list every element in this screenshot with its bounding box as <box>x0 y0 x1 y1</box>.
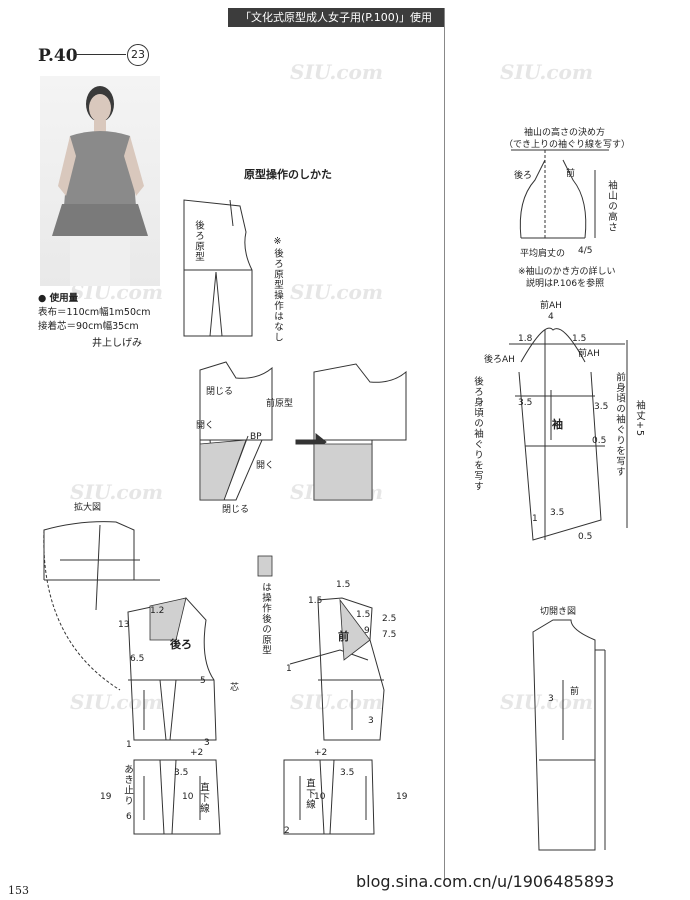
close-label: 閉じる <box>206 387 234 397</box>
measure: 1.5 <box>356 610 371 620</box>
page-divider <box>444 8 445 880</box>
open-label-2: 開く <box>256 461 275 471</box>
cap-detail-note: ※袖山のかき方の詳しい <box>518 267 616 277</box>
measure: 6 <box>126 812 132 822</box>
value: 3.5 <box>518 398 533 408</box>
value: 1 <box>532 514 538 524</box>
value: 3.5 <box>594 402 609 412</box>
enlarge-label: 拡大図 <box>74 503 102 513</box>
model-photo <box>40 76 160 286</box>
measure: 7.5 <box>382 630 397 640</box>
sleeve-cap-subtitle: （でき上りの袖ぐり線を写す） <box>504 140 631 150</box>
measure: 10 <box>314 792 326 802</box>
cap-height-label: 袖山の高さ <box>606 180 617 233</box>
measure: 2.5 <box>382 614 397 624</box>
open-label: 開く <box>196 421 215 431</box>
bp-label: BP <box>250 432 262 442</box>
watermark-logo: SIU.com <box>290 60 384 84</box>
divider-line <box>74 54 126 55</box>
back-ah-label: 後ろAH <box>484 355 515 365</box>
watermark-logo: SIU.com <box>70 690 164 714</box>
back-piece-label: 後ろ <box>170 638 192 651</box>
header-title: 「文化式原型成人女子用(P.100)」使用 <box>228 8 444 27</box>
measure: 3 <box>368 716 374 726</box>
measure: 9 <box>364 626 370 636</box>
right-pattern-diagrams <box>509 149 628 851</box>
close-label-2: 閉じる <box>222 505 250 515</box>
measure: 1.5 <box>308 596 323 606</box>
measure: 13 <box>118 620 130 630</box>
author-name: 井上しげみ <box>92 338 142 349</box>
measure: 19 <box>100 792 112 802</box>
front-ah-over-4: 前AH <box>540 301 562 311</box>
left-pattern-diagrams <box>43 199 407 835</box>
sleeve-length-label: 袖丈+5 <box>634 400 645 438</box>
measure: 3 <box>204 738 210 748</box>
front-piece-label: 前 <box>338 630 349 643</box>
watermark-logo: SIU.com <box>290 280 384 304</box>
watermark-logo: SIU.com <box>290 690 384 714</box>
usage-block: ● 使用量 表布＝110cm幅1m50cm 接着芯＝90cm幅35cm <box>38 292 150 334</box>
after-operation-note: は操作後の原型 <box>260 582 271 656</box>
denominator: 4 <box>548 312 554 322</box>
fraction-label: 4/5 <box>578 246 593 256</box>
watermark-logo: SIU.com <box>500 690 594 714</box>
front-short-label: 前 <box>566 169 576 179</box>
sleeve-cap-title: 袖山の高さの決め方 <box>524 128 606 138</box>
plus-two-label: +2 <box>190 748 204 758</box>
measure: 19 <box>396 792 408 802</box>
copy-back-note: 後ろ身頃の袖ぐりを写す <box>472 376 483 492</box>
measure: 3.5 <box>340 768 355 778</box>
interfacing-amount: 接着芯＝90cm幅35cm <box>38 321 139 332</box>
front-pattern-label: 前原型 <box>266 399 294 409</box>
measure: 2 <box>284 826 290 836</box>
value: 3.5 <box>550 508 565 518</box>
value: 0.5 <box>592 436 607 446</box>
no-back-operation-note: ※後ろ原型操作はなし <box>272 236 283 343</box>
measure: 3.5 <box>174 768 189 778</box>
page-number: 153 <box>8 884 29 897</box>
placket-stop-label: あき止り <box>122 764 133 806</box>
value: 0.5 <box>578 532 593 542</box>
usage-title: ● 使用量 <box>38 293 79 304</box>
interfacing-label: 芯 <box>230 683 240 693</box>
measure: 5 <box>200 676 206 686</box>
fabric-amount: 表布＝110cm幅1m50cm <box>38 307 151 318</box>
value: 1.5 <box>572 334 587 344</box>
back-short-label: 後ろ <box>514 171 533 181</box>
pattern-number-badge: 23 <box>127 44 149 66</box>
value: 1.8 <box>518 334 533 344</box>
sleeve-label: 袖 <box>552 418 563 431</box>
measure: 1 <box>126 740 132 750</box>
measure: 1 <box>286 664 292 674</box>
front-label-slash: 前 <box>570 687 580 697</box>
watermark-logo: SIU.com <box>70 480 164 504</box>
section-title: 原型操作のしかた <box>244 168 332 181</box>
measure: 10 <box>182 792 194 802</box>
watermark-logo: SIU.com <box>500 60 594 84</box>
straight-grain-label-front: 直下線 <box>304 778 315 810</box>
measure: 6.5 <box>130 654 145 664</box>
plus-two-label-front: +2 <box>314 748 328 758</box>
straight-grain-label: 直下線 <box>198 782 209 814</box>
measure: 1.2 <box>150 606 165 616</box>
measure: 1.5 <box>336 580 351 590</box>
front-ah-label: 前AH <box>578 349 600 359</box>
avg-shoulder-label: 平均肩丈の <box>520 249 566 259</box>
back-pattern-label: 後ろ原型 <box>193 220 204 262</box>
page-reference: P.40 <box>38 46 78 66</box>
copy-front-note: 前身頃の袖ぐりを写す <box>614 372 625 477</box>
footer-url: blog.sina.com.cn/u/1906485893 <box>356 872 615 891</box>
slash-diagram-title: 切開き図 <box>540 607 577 617</box>
cap-detail-note-2: 説明はP.106を参照 <box>526 279 605 289</box>
value: 3 <box>548 694 554 704</box>
